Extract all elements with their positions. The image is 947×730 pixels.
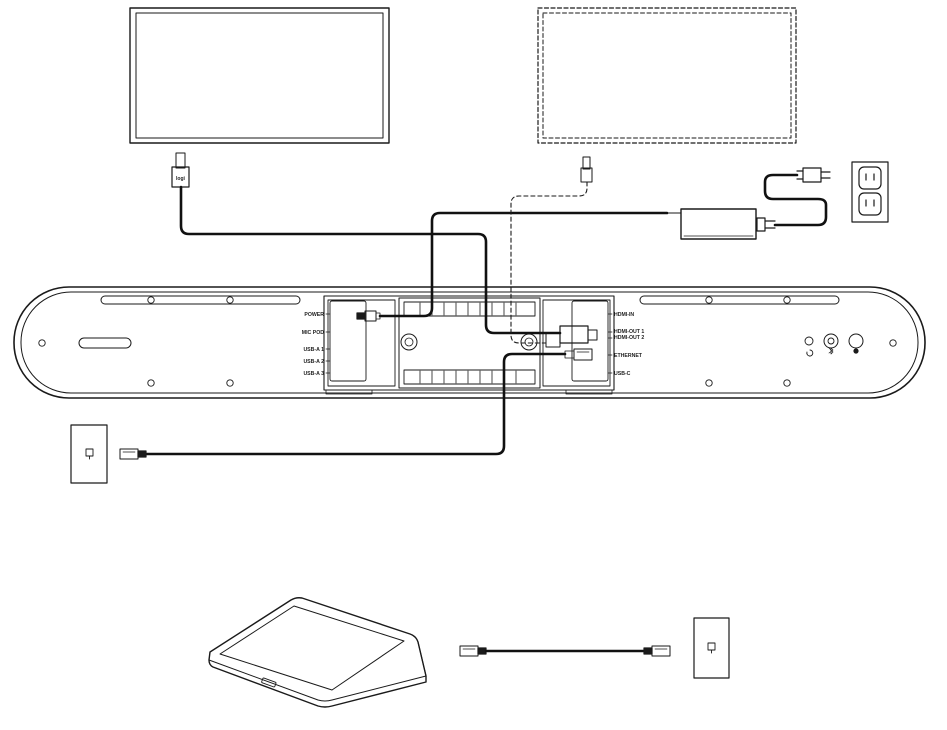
video-bar	[13, 286, 926, 399]
port-label-hdmi-out2: HDMI-OUT 2	[614, 335, 644, 341]
power-adapter	[666, 208, 776, 240]
ethernet-wall-jack-right	[693, 617, 730, 679]
power-cable-to-bar	[378, 211, 669, 318]
power-outlet	[851, 161, 889, 223]
hdmi-connector-secondary	[580, 156, 593, 183]
hdmi-cable-secondary-dashed	[510, 181, 588, 344]
hdmi-connector-primary: logi	[171, 152, 190, 188]
port-label-usb-a3: USB-A 3	[303, 371, 324, 377]
port-label-usb-c: USB-C	[614, 371, 631, 377]
logi-mark: logi	[176, 176, 185, 182]
primary-display	[129, 7, 390, 144]
ethernet-wall-jack-left	[70, 424, 108, 484]
touch-controller	[208, 597, 427, 708]
port-label-usb-a2: USB-A 2	[303, 359, 324, 365]
port-label-usb-a1: USB-A 1	[303, 347, 324, 353]
power-connector	[356, 310, 381, 322]
power-plug	[796, 167, 831, 183]
port-label-power: POWER	[304, 312, 324, 318]
hdmi-out-connector	[545, 325, 598, 348]
screw-holes	[38, 296, 897, 387]
port-label-hdmi-out1: HDMI-OUT 1	[614, 329, 644, 335]
left-port-labels: POWER MIC POD USB-A 1 USB-A 2 USB-A 3	[302, 312, 324, 377]
port-label-mic-pod: MIC POD	[302, 330, 324, 336]
lock-slot-icon	[804, 336, 814, 357]
reset-button-icon	[848, 333, 864, 354]
ethernet-connector-bar	[564, 348, 593, 361]
ethernet-cable-to-wall	[144, 352, 567, 456]
port-label-ethernet: ETHERNET	[614, 353, 643, 359]
ethernet-cable-tablet	[459, 645, 671, 657]
hdmi-cable-primary	[179, 185, 562, 335]
bluetooth-icon	[823, 333, 839, 355]
port-label-hdmi-in: HDMI-IN	[614, 312, 634, 318]
secondary-display-optional	[537, 7, 797, 144]
power-cable-to-outlet	[763, 173, 828, 227]
ethernet-plug-left	[119, 448, 147, 460]
